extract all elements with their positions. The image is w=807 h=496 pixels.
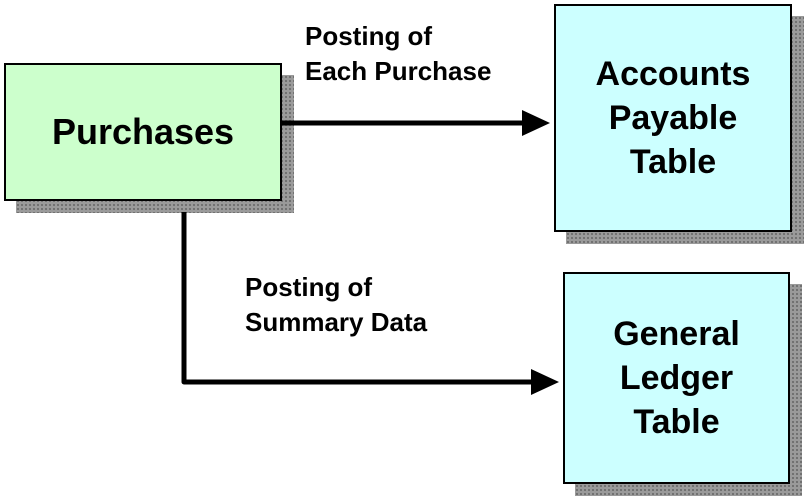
- edge-label-line: Posting of: [245, 272, 373, 302]
- general-ledger-label-line: Ledger: [619, 358, 734, 397]
- purchases-label-line: Purchases: [51, 111, 235, 153]
- general-ledger-box: General Ledger Table: [563, 272, 790, 484]
- general-ledger-label: General Ledger Table: [613, 312, 740, 445]
- accounts-payable-label: Accounts Payable Table: [596, 52, 751, 185]
- general-ledger-label-line: General: [613, 314, 740, 353]
- arrow-summary-data: [181, 212, 532, 385]
- accounts-payable-label-line: Table: [629, 143, 717, 182]
- edge-label-summary-data: Posting of Summary Data: [245, 270, 427, 340]
- edge-label-line: Posting of: [305, 21, 433, 51]
- edge-label-line: Summary Data: [245, 307, 428, 337]
- general-ledger-label-line: Table: [633, 403, 720, 442]
- accounts-payable-box: Accounts Payable Table: [554, 4, 792, 232]
- purchases-label: Purchases: [52, 111, 234, 152]
- accounts-payable-label-line: Payable: [608, 98, 738, 137]
- edge-label-line: Each Purchase: [305, 56, 492, 86]
- arrowhead-summary-data: [531, 369, 559, 395]
- accounts-payable-label-line: Accounts: [595, 54, 751, 93]
- purchases-box: Purchases: [4, 63, 282, 201]
- edge-label-each-purchase: Posting of Each Purchase: [305, 19, 491, 89]
- arrowhead-each-purchase: [522, 110, 550, 136]
